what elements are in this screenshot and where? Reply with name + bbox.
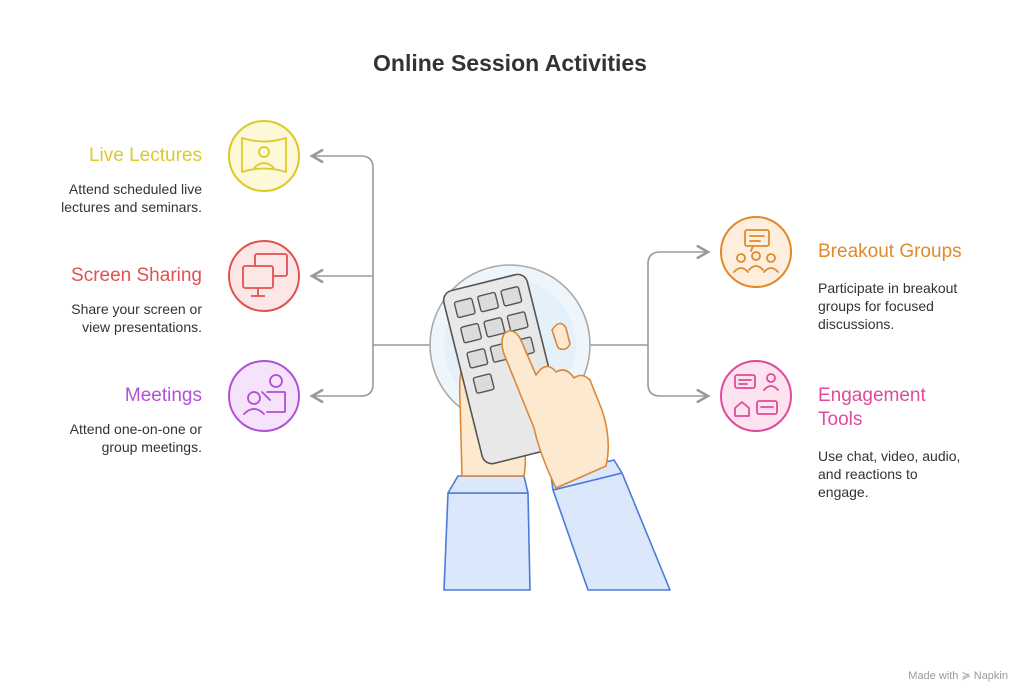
screen-sharing-title: Screen Sharing — [71, 265, 202, 286]
live-lectures-desc: Attend scheduled live lectures and semin… — [61, 181, 202, 215]
people-meeting-icon — [228, 360, 300, 432]
connector-breakout-groups — [590, 244, 711, 346]
monitors-icon — [228, 240, 300, 312]
projector-screen-icon — [228, 120, 300, 192]
breakout-groups-desc: Participate in breakout groups for focus… — [818, 280, 958, 332]
live-lectures-title: Live Lectures — [88, 145, 202, 166]
connector-meetings — [309, 345, 374, 404]
page-title: Online Session Activities — [373, 50, 647, 76]
connector-live-lectures — [309, 148, 432, 346]
meetings-desc: Attend one-on-one or group meetings. — [69, 421, 202, 455]
screen-sharing-desc: Share your screen or view presentations. — [71, 301, 202, 335]
connector-engagement-tools — [647, 345, 711, 404]
engagement-tools-title: Engagement Tools — [818, 385, 926, 430]
breakout-groups-title: Breakout Groups — [818, 241, 962, 262]
napkin-watermark: Made with ≽ Napkin — [908, 670, 1008, 682]
engagement-tools-desc: Use chat, video, audio, and reactions to… — [818, 448, 961, 500]
group-chat-icon — [720, 216, 792, 288]
connectors-right — [590, 244, 711, 404]
connectors-left — [309, 148, 432, 404]
hands-tablet-illustration — [442, 273, 671, 591]
meetings-title: Meetings — [124, 385, 202, 406]
chat-tools-icon — [720, 360, 792, 432]
